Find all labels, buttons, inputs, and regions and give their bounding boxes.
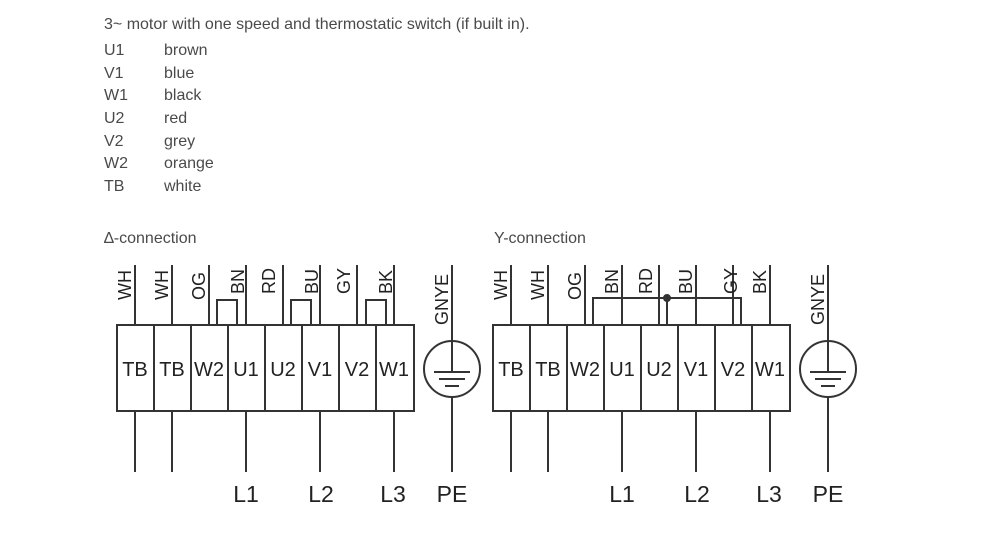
wire-label: BK bbox=[376, 270, 396, 294]
legend-color: black bbox=[164, 87, 202, 105]
terminal-label: U1 bbox=[233, 359, 259, 381]
terminal-label: V2 bbox=[721, 359, 745, 381]
wire-label: BK bbox=[750, 270, 770, 294]
earth-wire-label: GNYE bbox=[808, 274, 828, 325]
phase-label: L1 bbox=[233, 481, 259, 507]
legend-row: V1 blue bbox=[104, 63, 214, 86]
delta-wire-labels: WH WH OG BN RD BU GY BK GNYE bbox=[115, 268, 452, 325]
star-motor-leads bbox=[510, 265, 771, 325]
delta-phase-labels: L1 L2 L3 PE bbox=[233, 481, 467, 507]
wire-label: BU bbox=[676, 269, 696, 294]
star-phase-labels: L1 L2 L3 PE bbox=[609, 481, 843, 507]
terminal-label: V1 bbox=[308, 359, 332, 381]
legend-color: blue bbox=[164, 64, 195, 82]
legend-row: W2 orange bbox=[104, 153, 214, 176]
pe-label: PE bbox=[813, 481, 844, 507]
wire-label: BU bbox=[302, 269, 322, 294]
terminal-label: U2 bbox=[270, 359, 296, 381]
legend-code: TB bbox=[104, 178, 125, 196]
phase-label: L2 bbox=[684, 481, 710, 507]
star-terminal-block bbox=[492, 324, 791, 412]
star-wire-labels: WH WH OG BN RD BU GY BK GNYE bbox=[491, 268, 828, 325]
wire-label: BN bbox=[602, 269, 622, 294]
terminal-label: W1 bbox=[755, 359, 785, 381]
wire-label: RD bbox=[259, 268, 279, 294]
phase-label: L1 bbox=[609, 481, 635, 507]
legend-code: U2 bbox=[104, 110, 125, 128]
wire-label: WH bbox=[115, 270, 135, 300]
legend-code: W1 bbox=[104, 87, 128, 105]
star-bridge bbox=[592, 294, 742, 325]
terminal-label: V2 bbox=[345, 359, 369, 381]
terminal-label: TB bbox=[498, 359, 524, 381]
terminal-label: W1 bbox=[379, 359, 409, 381]
terminal-label: W2 bbox=[570, 359, 600, 381]
wire-label: WH bbox=[491, 270, 511, 300]
legend-code: V2 bbox=[104, 132, 124, 150]
legend-row: U2 red bbox=[104, 108, 214, 131]
pe-label: PE bbox=[437, 481, 468, 507]
terminal-label: U2 bbox=[646, 359, 672, 381]
legend-color: grey bbox=[164, 132, 196, 150]
legend-code: U1 bbox=[104, 42, 125, 59]
star-terminal-labels: TB TB W2 U1 U2 V1 V2 W1 bbox=[498, 359, 785, 381]
wire-label: BN bbox=[228, 269, 248, 294]
legend-code: W2 bbox=[104, 155, 128, 173]
wire-label: OG bbox=[189, 272, 209, 300]
star-supply-lines bbox=[510, 411, 771, 472]
phase-label: L2 bbox=[308, 481, 334, 507]
terminal-label: TB bbox=[122, 359, 148, 381]
terminal-label: V1 bbox=[684, 359, 708, 381]
legend-code: V1 bbox=[104, 64, 124, 82]
legend-row: W1 black bbox=[104, 85, 214, 108]
phase-label: L3 bbox=[756, 481, 782, 507]
legend-color: brown bbox=[164, 42, 208, 59]
color-legend: U1 brown V1 blue W1 black U2 red V2 grey W2 or… bbox=[104, 40, 214, 199]
delta-terminal-block bbox=[116, 324, 415, 412]
terminal-label: TB bbox=[159, 359, 185, 381]
terminal-label: TB bbox=[535, 359, 561, 381]
delta-earth-symbol bbox=[423, 265, 481, 472]
terminal-label: U1 bbox=[609, 359, 635, 381]
legend-row: U1 brown bbox=[104, 40, 214, 63]
y-connection-title: Y-connection bbox=[494, 230, 586, 247]
legend-color: red bbox=[164, 110, 188, 128]
delta-connection-title: ∆-connection bbox=[104, 230, 197, 247]
wire-label: OG bbox=[565, 272, 585, 300]
legend-row: TB white bbox=[104, 176, 214, 199]
legend-color: orange bbox=[164, 155, 214, 173]
delta-terminal-labels: TB TB W2 U1 U2 V1 V2 W1 bbox=[122, 359, 409, 381]
legend-color: white bbox=[164, 178, 202, 196]
legend-row: V2 grey bbox=[104, 131, 214, 154]
wire-label: GY bbox=[334, 268, 354, 294]
wire-label: WH bbox=[528, 270, 548, 300]
delta-supply-lines bbox=[134, 411, 395, 472]
terminal-label: W2 bbox=[194, 359, 224, 381]
delta-motor-leads bbox=[134, 265, 395, 325]
earth-wire-label: GNYE bbox=[432, 274, 452, 325]
wire-label: GY bbox=[721, 268, 741, 294]
phase-label: L3 bbox=[380, 481, 406, 507]
page-title: 3~ motor with one speed and thermostatic… bbox=[104, 16, 530, 33]
wire-label: WH bbox=[152, 270, 172, 300]
wire-label: RD bbox=[636, 268, 656, 294]
star-earth-symbol bbox=[799, 265, 857, 472]
delta-bridges bbox=[216, 299, 387, 325]
